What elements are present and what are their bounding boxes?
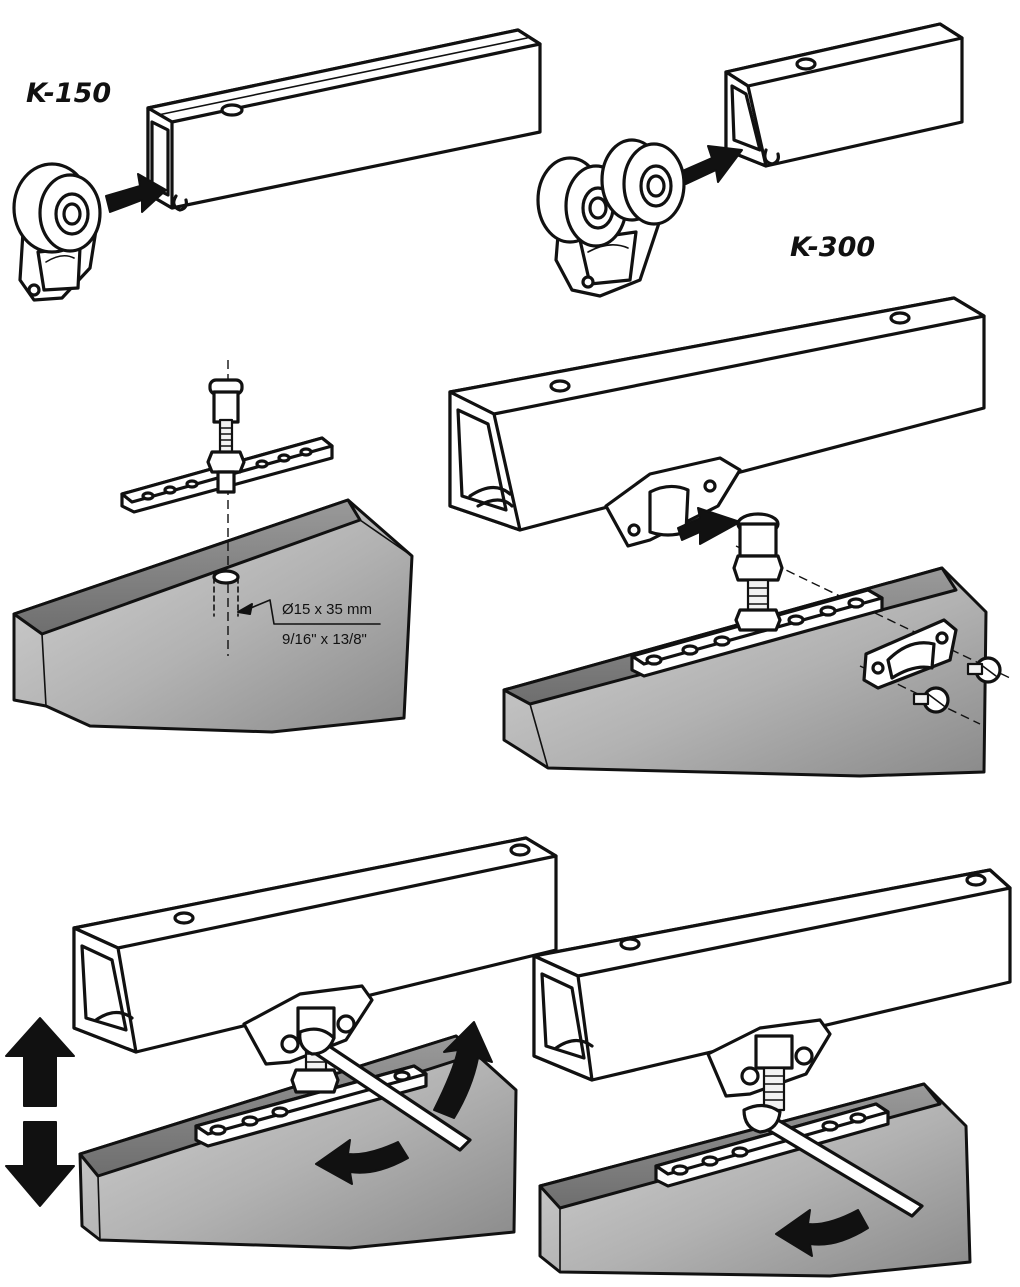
panel-height-adjustment (5, 836, 558, 1250)
mounting-hole (965, 873, 987, 887)
panel-trolley-insertion-k300: K-300 (536, 22, 964, 298)
clamp-screw (912, 686, 950, 714)
wrench-tool (742, 1103, 924, 1218)
track-k300-large (448, 296, 986, 532)
drill-size-metric: Ø15 x 35 mm (282, 601, 372, 618)
track-k300 (724, 22, 964, 168)
insert-arrow (677, 507, 741, 545)
mounting-hole (549, 379, 571, 393)
track-k300-adjust (72, 836, 558, 1054)
mounting-hole (173, 911, 195, 925)
track-k150 (146, 28, 542, 212)
clamp-screw (966, 656, 1002, 684)
drill-hole (212, 569, 240, 617)
dimension-leader (245, 599, 381, 625)
panel-track-bracket-assembly (448, 296, 1011, 778)
model-label-k150: K-150 (26, 78, 111, 109)
mounting-hole (795, 57, 817, 71)
wooden-header-beam (12, 498, 414, 734)
rotation-arrows (775, 1209, 869, 1257)
trolley-k150 (12, 162, 102, 302)
height-adjust-arrows (5, 1017, 75, 1207)
trolley-k300 (536, 138, 686, 298)
track-k300-final (532, 868, 1012, 1082)
panel-bracket-mounting-drill: Ø15 x 35 mm 9/16" x 13/8" (12, 360, 414, 734)
panel-final-tightening (532, 868, 1012, 1278)
mounting-hole (619, 937, 641, 951)
mounting-hole (889, 311, 911, 325)
mounting-hole (509, 843, 531, 857)
bolt-clamp (862, 618, 958, 690)
wrench-tool (298, 1027, 472, 1152)
drill-size-imperial: 9/16" x 13/8" (282, 631, 367, 648)
mounting-hole (220, 103, 244, 117)
insert-arrow (105, 173, 167, 213)
hanger-bracket (604, 456, 742, 548)
mounting-plate (654, 1102, 890, 1188)
rotation-arrows (315, 1021, 493, 1185)
insert-arrow (679, 145, 743, 185)
model-label-k300: K-300 (790, 232, 875, 263)
adjustment-bolt (206, 378, 246, 494)
leader-arrowhead (237, 603, 253, 615)
adjustment-bolt (732, 512, 784, 632)
panel-trolley-insertion-k150: K-150 (12, 28, 542, 302)
